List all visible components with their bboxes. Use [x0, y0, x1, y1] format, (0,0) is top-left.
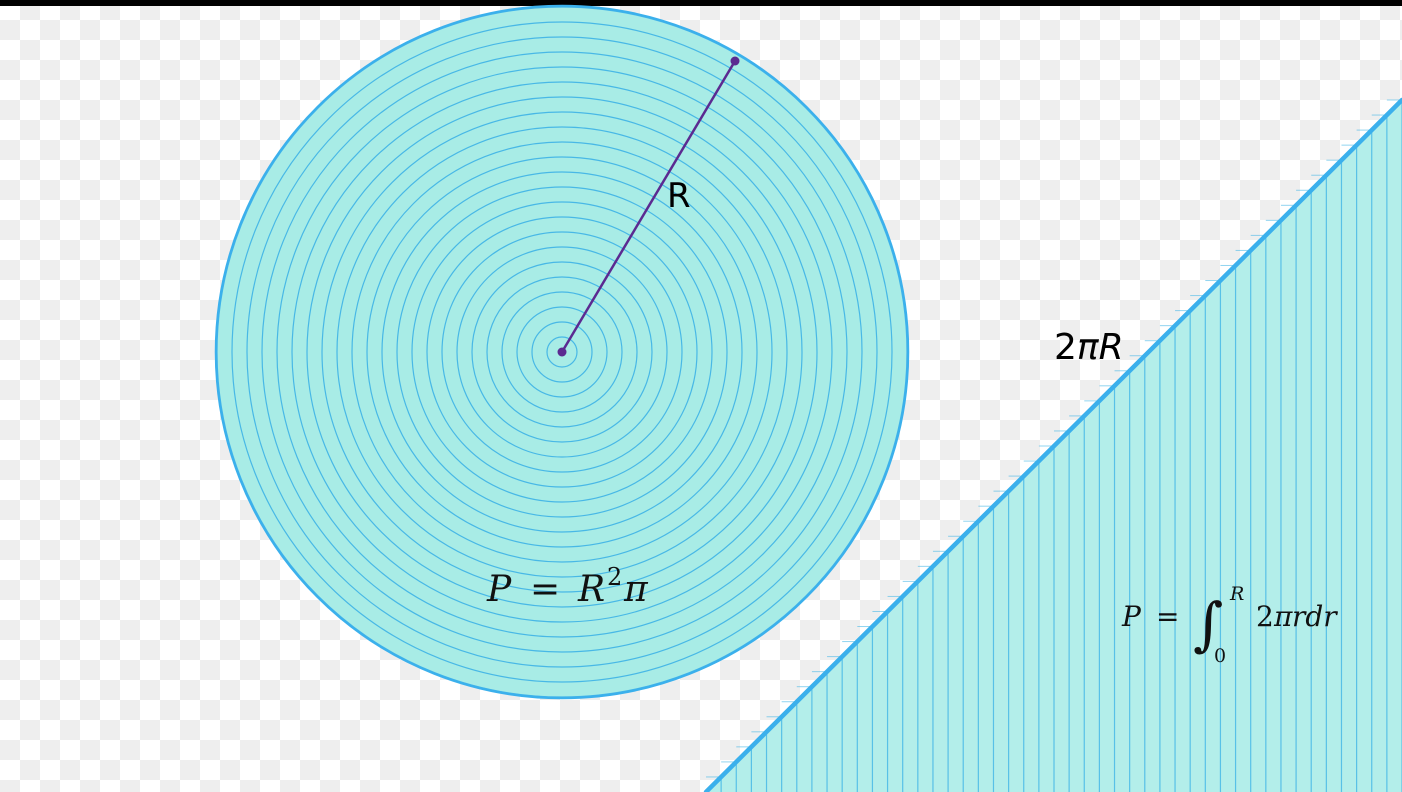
- hypotenuse-label-var: R: [1099, 327, 1124, 368]
- formula-pi: π: [623, 569, 649, 610]
- integral-lower-limit: 0: [1214, 645, 1226, 667]
- concentric-ring: [396, 186, 728, 518]
- concentric-ring: [336, 126, 788, 578]
- concentric-ring: [351, 141, 773, 563]
- edge-point: [730, 56, 740, 66]
- concentric-ring: [261, 51, 863, 653]
- concentric-ring: [306, 96, 818, 608]
- integral-formula: P = ∫ R 0 2 π rdr: [1121, 583, 1338, 667]
- formula-exponent: 2: [607, 563, 622, 591]
- concentric-ring: [321, 111, 803, 593]
- concentric-ring: [441, 231, 683, 473]
- hypotenuse-label-number: 2: [1054, 327, 1077, 368]
- triangle-hypotenuse: [703, 97, 1402, 792]
- integral-upper-limit: R: [1229, 583, 1244, 605]
- concentric-ring: [291, 81, 833, 623]
- circle-outline: [214, 4, 910, 700]
- integral-sign: ∫: [1193, 590, 1223, 658]
- concentric-ring: [366, 156, 758, 548]
- concentric-ring: [516, 306, 608, 398]
- integrand-rest: rdr: [1292, 600, 1338, 633]
- concentric-ring: [426, 216, 698, 488]
- concentric-ring: [546, 336, 578, 368]
- concentric-ring: [531, 321, 593, 383]
- formula-lhs: P: [486, 569, 512, 610]
- concentric-ring: [276, 66, 848, 638]
- radius-line: [560, 60, 737, 353]
- circle-rings: [216, 6, 908, 698]
- integrand-pi: π: [1273, 600, 1293, 633]
- formula-base: R: [577, 569, 605, 610]
- concentric-ring: [246, 36, 878, 668]
- integrand-number: 2: [1256, 600, 1274, 633]
- concentric-ring: [486, 276, 638, 428]
- concentric-ring: [381, 171, 743, 533]
- hypotenuse-label: 2πR: [1054, 327, 1124, 368]
- concentric-ring: [231, 21, 893, 683]
- triangle-strips: [706, 99, 1402, 792]
- circle-group: [214, 4, 910, 700]
- radius-label: R: [667, 176, 691, 216]
- triangle-group: [703, 97, 1402, 792]
- center-point: [557, 347, 567, 357]
- top-bar: [0, 0, 1402, 6]
- integral-lhs: P: [1121, 600, 1142, 633]
- concentric-ring: [471, 261, 653, 443]
- concentric-ring: [411, 201, 713, 503]
- integral-equals: =: [1156, 600, 1179, 633]
- concentric-ring: [456, 246, 668, 458]
- concentric-ring: [501, 291, 623, 413]
- formula-equals: =: [530, 569, 560, 610]
- hypotenuse-label-pi: π: [1077, 327, 1100, 368]
- circle-area-formula: P = R 2 π: [486, 563, 649, 610]
